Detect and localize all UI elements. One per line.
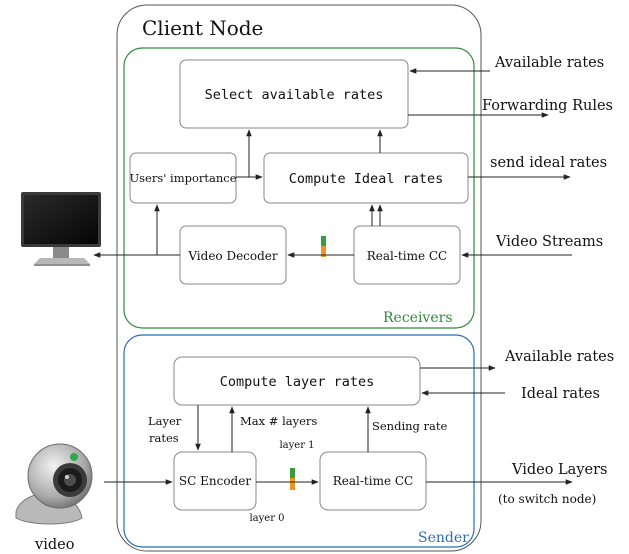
compute-layer-box bbox=[173, 356, 421, 406]
monitor-icon bbox=[21, 192, 101, 266]
sender-realtime-cc-box bbox=[319, 451, 427, 511]
client-node-frame bbox=[116, 4, 482, 552]
receivers-group bbox=[123, 47, 475, 329]
webcam-icon bbox=[15, 443, 93, 525]
ideal-rates-label: Ideal rates bbox=[521, 386, 600, 402]
users-importance-box bbox=[129, 152, 237, 204]
to-switch-node-label: (to switch node) bbox=[498, 492, 596, 506]
video-decoder-label: Video Decoder bbox=[187, 249, 278, 263]
available-rates-out-label: Available rates bbox=[504, 349, 614, 365]
forwarding-rules-label: Forwarding Rules bbox=[482, 98, 613, 114]
max-layers-label: Max # layers bbox=[240, 414, 317, 428]
available-rates-in-label: Available rates bbox=[494, 55, 604, 71]
compute-ideal-label: Compute Ideal rates bbox=[289, 171, 443, 187]
sender-layer-1-marker bbox=[290, 468, 295, 478]
sender-layer-0-marker bbox=[290, 478, 295, 490]
select-rates-box bbox=[179, 59, 409, 129]
sender-group bbox=[123, 334, 475, 548]
layer-0-label: layer 0 bbox=[249, 513, 284, 524]
sc-encoder-label: SC Encoder bbox=[179, 474, 251, 488]
send-ideal-rates-label: send ideal rates bbox=[490, 155, 607, 171]
receiver-layer-bottom bbox=[321, 246, 326, 257]
video-label: video bbox=[34, 537, 74, 553]
layer-rates-label-line2: rates bbox=[149, 431, 179, 445]
receiver-realtime-cc-label: Real-time CC bbox=[367, 249, 448, 263]
receiver-layer-top bbox=[321, 236, 326, 246]
video-streams-label: Video Streams bbox=[495, 234, 603, 250]
receivers-label: Receivers bbox=[383, 310, 453, 326]
layer-1-label: layer 1 bbox=[279, 440, 314, 451]
sender-realtime-cc-label: Real-time CC bbox=[333, 474, 414, 488]
sending-rate-label: Sending rate bbox=[372, 419, 448, 433]
compute-layer-label: Compute layer rates bbox=[220, 374, 374, 390]
video-layers-label: Video Layers bbox=[511, 462, 607, 478]
users-importance-label: Users' importance bbox=[129, 171, 236, 185]
layer-rates-label-line1: Layer bbox=[148, 414, 182, 428]
sc-encoder-box bbox=[173, 451, 257, 511]
client-node-title: Client Node bbox=[142, 16, 263, 40]
select-rates-label: Select available rates bbox=[205, 87, 384, 103]
sender-label: Sender bbox=[418, 530, 469, 546]
compute-ideal-box bbox=[263, 152, 469, 204]
